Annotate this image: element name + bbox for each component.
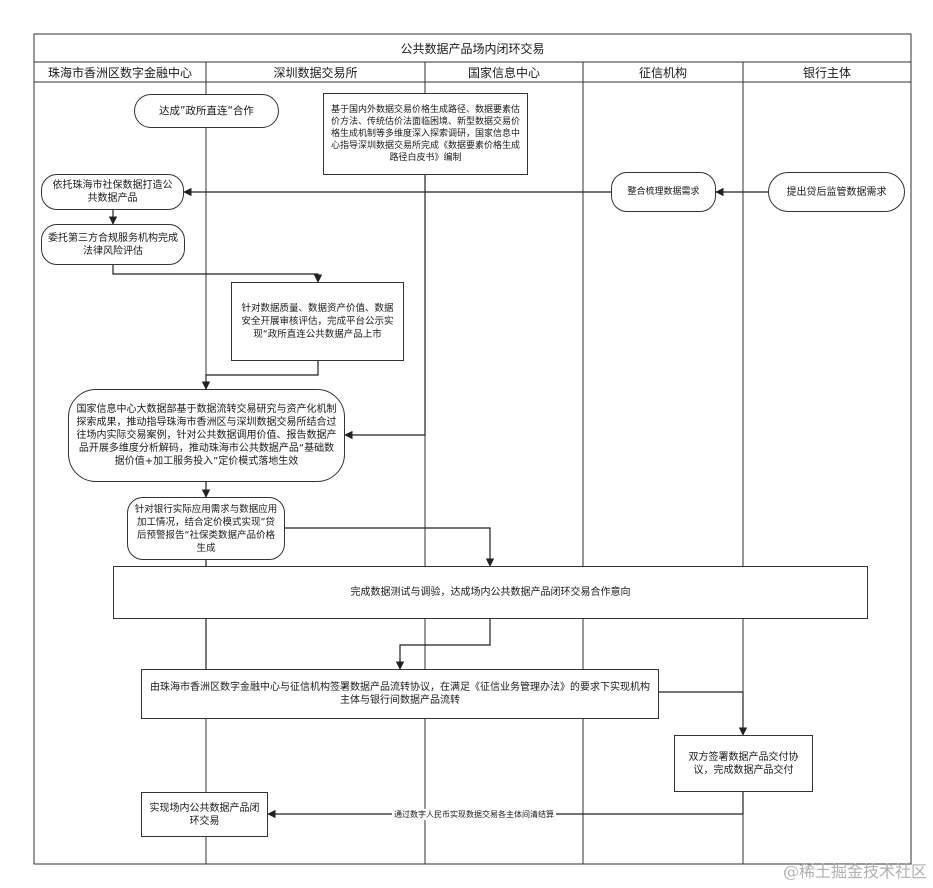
node-social-security-product[interactable]: 依托珠海市社保数据打造公共数据产品 — [41, 174, 184, 210]
node-bank-requirement[interactable]: 提出贷后监管数据需求 — [768, 172, 905, 212]
lane-header-shenzhen-exchange: 深圳数据交易所 — [273, 65, 358, 80]
swimlane-frame — [33, 33, 912, 865]
lane-header-sic: 国家信息中心 — [467, 65, 540, 80]
diagram-title: 公共数据产品场内闭环交易 — [400, 41, 545, 56]
lane-header-zhuhai: 珠海市香洲区数字金融中心 — [47, 65, 192, 80]
edge-price-gen-to-test — [285, 527, 495, 567]
edge-label-settlement: 通过数字人民币实现数据交易各主体间清结算 — [392, 809, 556, 820]
node-audit-listing[interactable]: 针对数据质量、数据资产价值、数据安全开展审核评估，完成平台公示实现“政所直连公共… — [231, 282, 404, 361]
lane-header-bank: 银行主体 — [802, 65, 851, 80]
watermark-text: @稀土掘金技术社区 — [782, 862, 927, 881]
node-cooperation[interactable]: 达成”政所直连“合作 — [134, 94, 279, 128]
lane-header-credit-agency: 征信机构 — [638, 65, 687, 80]
node-delivery-agreement[interactable]: 双方签署数据产品交付协议，完成数据产品交付 — [674, 735, 813, 792]
node-pricing-model[interactable]: 国家信息中心大数据部基于数据流转交易研究与资产化机制探索成果，推动指导珠海市香洲… — [68, 389, 345, 482]
node-closed-loop-trade[interactable]: 实现场内公共数据产品闭环交易 — [141, 792, 268, 837]
edge-test-to-agreement — [395, 619, 491, 670]
node-test-validation[interactable]: 完成数据测试与调验，达成场内公共数据产品闭环交易合作意向 — [113, 566, 868, 619]
edge-white-paper-to-pricing — [344, 175, 426, 440]
node-white-paper[interactable]: 基于国内外数据交易价格生成路径、数据要素估价方法、传统估价法面临困境、新型数据交… — [323, 93, 528, 175]
edge-agreement-to-delivery — [659, 691, 748, 736]
node-transfer-agreement[interactable]: 由珠海市香洲区数字金融中心与征信机构签署数据产品流转协议，在满足《征信业务管理办… — [141, 669, 659, 719]
node-price-generation[interactable]: 针对银行实际应用需求与数据应用加工情况，结合定价模式实现”贷后预警报告“社保类数… — [127, 497, 285, 560]
node-credit-consolidation[interactable]: 整合梳理数据需求 — [611, 172, 716, 212]
edge-audit-to-pricing — [201, 361, 319, 390]
node-legal-risk-assessment[interactable]: 委托第三方合规服务机构完成法律风险评估 — [41, 224, 185, 265]
edge-legal-to-audit — [112, 265, 323, 283]
